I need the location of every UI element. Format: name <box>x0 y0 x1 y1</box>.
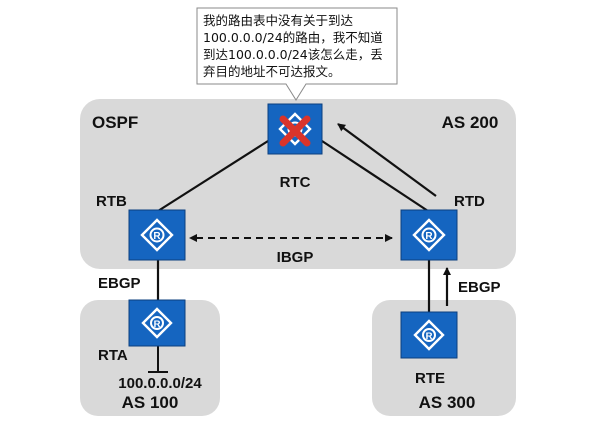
ebgp-left-label: EBGP <box>98 275 141 292</box>
rtc-callout: 我的路由表中没有关于到达 100.0.0.0/24的路由，我不知道 到达100.… <box>196 7 398 101</box>
callout-line-3: 到达100.0.0.0/24该怎么走，丢 <box>203 47 383 62</box>
link-rtc-rtd <box>321 140 429 212</box>
callout-line-2: 100.0.0.0/24的路由，我不知道 <box>203 30 383 45</box>
rtb-label: RTB <box>96 193 127 210</box>
as100-label: AS 100 <box>122 393 179 412</box>
as200-label: AS 200 <box>442 113 499 132</box>
router-rte[interactable]: R <box>400 311 458 359</box>
router-rtb[interactable]: R <box>128 209 186 261</box>
router-icon: R <box>412 218 446 252</box>
ibgp-label: IBGP <box>277 249 314 266</box>
router-icon: R <box>140 218 174 252</box>
callout-bubble <box>196 7 398 101</box>
router-rtd[interactable]: R <box>400 209 458 261</box>
rte-label: RTE <box>415 370 445 387</box>
callout-line-4: 弃目的地址不可达报文。 <box>203 64 341 79</box>
router-rta[interactable]: R <box>128 299 186 347</box>
rtc-label: RTC <box>280 174 311 191</box>
router-rtc[interactable]: R <box>267 103 323 155</box>
rtd-label: RTD <box>454 193 485 210</box>
router-icon: R <box>141 307 173 339</box>
svg-text:R: R <box>153 231 161 242</box>
network-prefix-label: 100.0.0.0/24 <box>118 375 202 392</box>
rta-label: RTA <box>98 347 128 364</box>
ospf-label: OSPF <box>92 113 138 132</box>
callout-line-1: 我的路由表中没有关于到达 <box>203 13 354 28</box>
router-icon: R <box>413 319 445 351</box>
svg-text:R: R <box>154 319 161 330</box>
x-mark-icon <box>279 115 311 147</box>
as300-label: AS 300 <box>419 393 476 412</box>
ebgp-right-label: EBGP <box>458 279 501 296</box>
svg-text:R: R <box>426 331 433 342</box>
link-rtb-rtc <box>157 140 269 212</box>
route-advertise-arrow <box>337 123 437 197</box>
svg-text:R: R <box>425 231 433 242</box>
